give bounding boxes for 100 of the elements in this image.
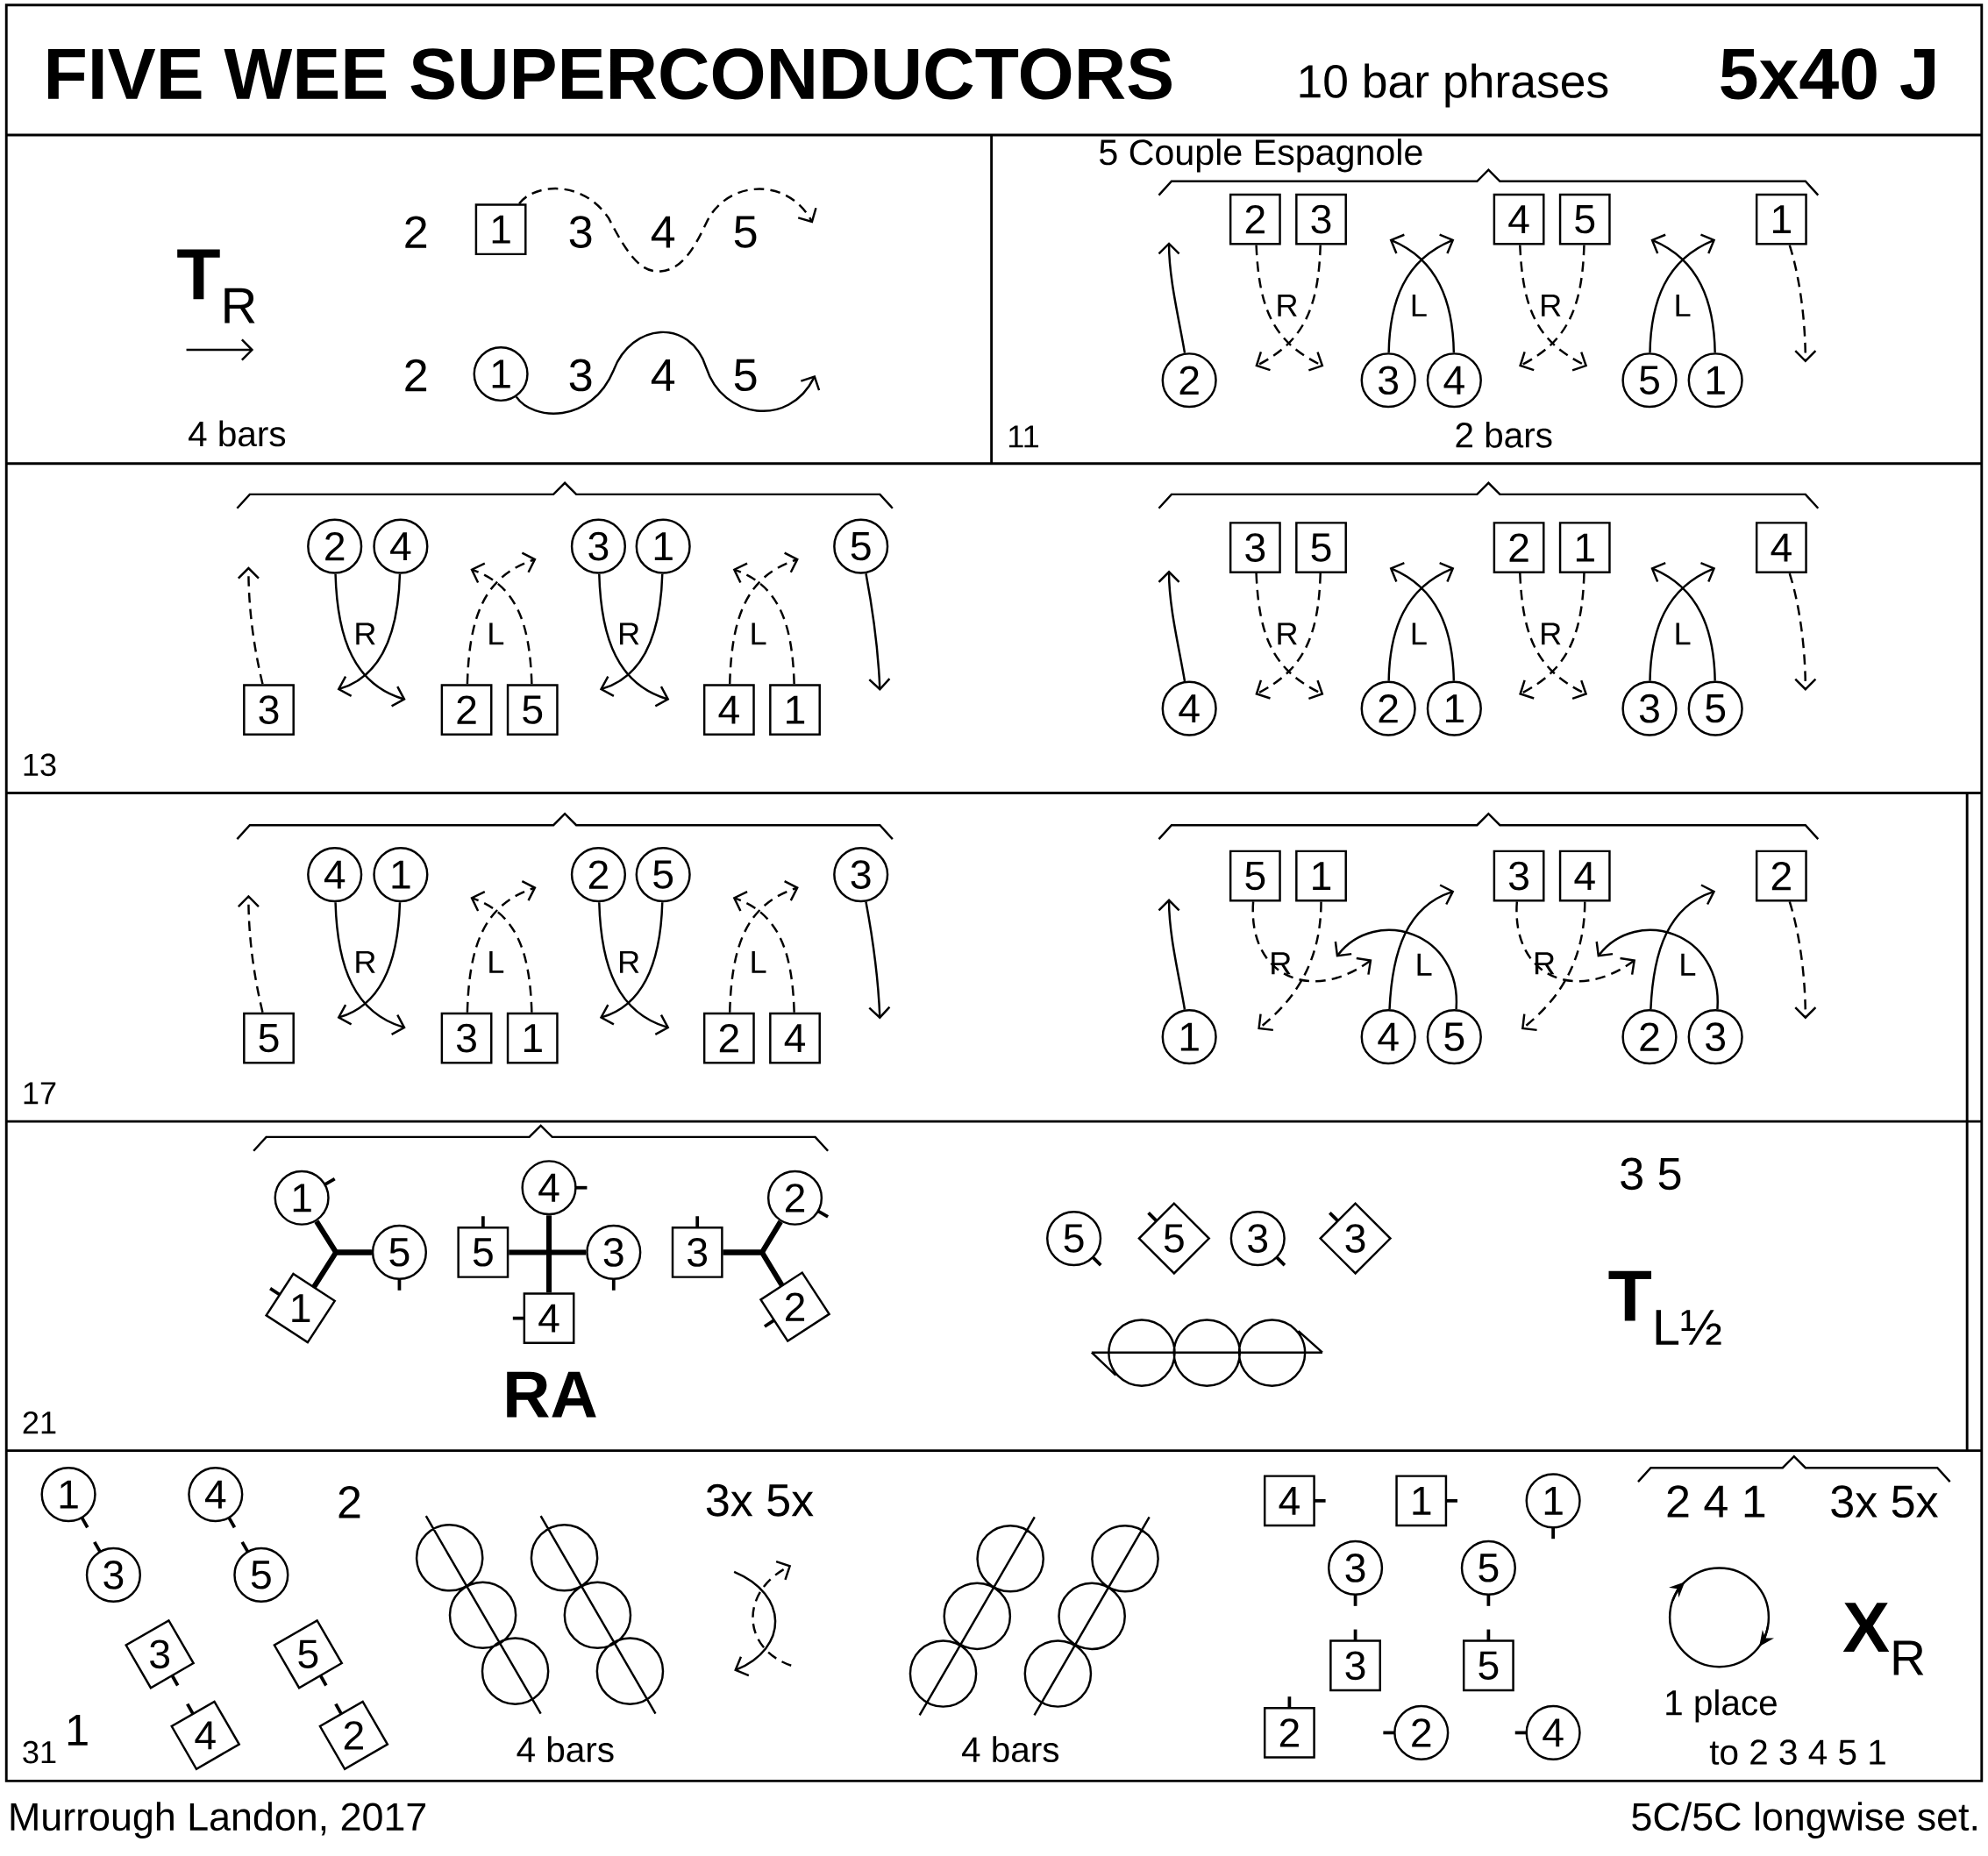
arrow <box>728 880 799 1013</box>
arrow <box>466 551 537 685</box>
hand-label: L <box>752 622 766 645</box>
numbered-square: 1 <box>1295 850 1347 902</box>
connecting-line <box>509 1249 587 1255</box>
numbered-square: 3 <box>440 1012 493 1064</box>
arrow <box>1158 899 1186 1010</box>
arrow <box>865 901 891 1020</box>
hand-label: L <box>1676 622 1691 645</box>
hand-label: L <box>1412 295 1427 317</box>
hand-label: L <box>489 622 504 645</box>
arrow <box>237 894 264 1013</box>
numbered-square: 3 <box>1295 193 1347 245</box>
arrow <box>334 902 406 1036</box>
number-label: 5 <box>734 359 757 392</box>
footer-text: Murrough Landon, 2017 <box>11 1802 426 1839</box>
arrow <box>732 562 795 685</box>
arrow <box>599 573 664 698</box>
arrow <box>337 902 402 1026</box>
numbered-square: 4 <box>769 1012 821 1064</box>
arrow <box>518 188 817 273</box>
bar-number: 17 <box>24 1082 56 1105</box>
bar-number: 31 <box>23 1741 56 1764</box>
arrow <box>1334 929 1457 1010</box>
numbered-square: 2 <box>1755 850 1807 902</box>
bar-count: 2 bars <box>1456 422 1552 448</box>
numbered-square: 1 <box>506 1012 559 1064</box>
numbered-square: 4 <box>1558 850 1611 902</box>
connecting-line <box>311 1249 372 1289</box>
figure-symbol: RA <box>507 1371 596 1418</box>
numbered-square: 5 <box>457 1227 509 1279</box>
numbered-square: 2 <box>702 1012 755 1064</box>
hand-label: R <box>1535 952 1555 975</box>
hand-label: L <box>1412 622 1427 645</box>
arrow <box>1595 929 1719 1010</box>
numbered-square: 4 <box>1263 1475 1315 1527</box>
number-label: 1 <box>68 1715 88 1746</box>
number-label: 3 <box>569 359 592 392</box>
hand-label: R <box>1278 295 1297 317</box>
arrow <box>237 566 264 685</box>
arrow <box>1388 884 1455 1010</box>
arrow <box>728 551 799 685</box>
hand-label: L <box>1676 295 1691 317</box>
numbered-square: 5 <box>506 684 559 736</box>
number-label: 4 <box>651 216 675 248</box>
arrow <box>466 880 537 1013</box>
note-text: 1 place <box>1666 1689 1777 1723</box>
numbered-square: 1 <box>769 684 821 736</box>
arrow <box>1251 901 1372 983</box>
arrow <box>1158 242 1186 353</box>
arrow <box>599 902 664 1026</box>
arrow <box>470 891 533 1013</box>
number-label: 2 <box>405 359 427 392</box>
numbered-square: 5 <box>243 1012 295 1064</box>
numbered-square: 3 <box>1329 1639 1381 1692</box>
bar-number: 21 <box>23 1412 56 1434</box>
connecting-line <box>546 1215 552 1293</box>
arrow <box>1158 570 1186 682</box>
repeat-label: 3x 5x <box>1831 1485 1939 1518</box>
numbered-square: 4 <box>1493 193 1545 245</box>
numbered-square: 3 <box>671 1227 723 1279</box>
numbered-square: 5 <box>1558 193 1611 245</box>
numbered-square: 1 <box>1755 193 1807 245</box>
arrow <box>598 902 670 1036</box>
connecting-line <box>723 1249 785 1287</box>
arrow <box>1788 901 1817 1020</box>
arrow <box>334 573 406 708</box>
figure-symbol: X$_{R}$ <box>1842 1603 1924 1675</box>
bar-count: 4 bars <box>189 420 286 447</box>
hand-label: L <box>1417 954 1432 976</box>
hand-label: R <box>1278 622 1297 645</box>
hand-label: R <box>620 951 639 973</box>
hand-label: R <box>356 622 375 645</box>
arrow <box>1650 884 1716 1010</box>
footer-text: 5C/5C longwise set. <box>1632 1802 1977 1839</box>
numbered-square: 2 <box>1229 193 1281 245</box>
bar-number: 13 <box>24 753 56 777</box>
number-label: 3 <box>569 216 592 249</box>
arrow <box>1521 901 1586 1032</box>
arrow <box>470 562 533 685</box>
note-text: to 2 3 4 5 1 <box>1709 1739 1885 1766</box>
hand-label: R <box>1542 295 1561 317</box>
subtitle: 10 bar phrases <box>1300 63 1608 108</box>
arrow <box>337 573 402 698</box>
hand-label: R <box>356 951 375 973</box>
bar-count: 4 bars <box>962 1736 1059 1763</box>
numbered-square: 4 <box>702 684 755 736</box>
arrow <box>865 573 891 692</box>
hand-label: R <box>620 622 639 645</box>
dance-code: 5x40 J <box>1721 48 1935 100</box>
figure-name: 5 Couple Espagnole <box>1100 139 1422 173</box>
numbered-square: 5 <box>1462 1639 1514 1692</box>
arrow <box>1515 901 1636 983</box>
numbered-square: 1 <box>1558 522 1611 574</box>
figure-symbol: T$_{R}$ <box>177 249 255 324</box>
hand-label: R <box>1272 952 1291 975</box>
numbered-square: 2 <box>440 684 493 736</box>
numbered-square: 4 <box>1755 522 1807 574</box>
numbered-square: 3 <box>243 684 295 736</box>
numbered-square: 2 <box>1263 1707 1315 1759</box>
